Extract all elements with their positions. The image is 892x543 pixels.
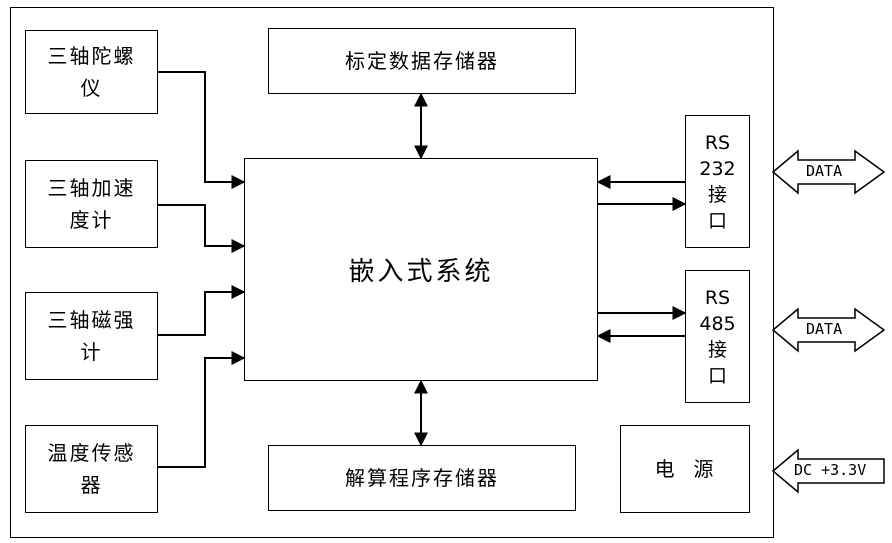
dc-label: DC +3.3V — [794, 461, 867, 479]
temp-link — [158, 351, 246, 468]
gyro-label: 三轴陀螺 仪 — [47, 44, 136, 100]
accel-label: 三轴加速 度计 — [47, 176, 136, 232]
mag-box: 三轴磁强 计 — [25, 292, 158, 380]
accel-box: 三轴加速 度计 — [25, 160, 158, 248]
solver-memory-label: 解算程序存储器 — [345, 466, 499, 490]
power-label: 电 源 — [654, 457, 716, 481]
temp-label: 温度传感 器 — [47, 441, 136, 497]
rs485-box: RS 485 接 口 — [685, 270, 750, 403]
rs232-box: RS 232 接 口 — [685, 115, 750, 248]
embedded-system-box: 嵌入式系统 — [244, 158, 598, 381]
calibration-memory-box: 标定数据存储器 — [268, 28, 576, 94]
dc-arrow — [771, 448, 885, 494]
data2-label: DATA — [806, 320, 843, 338]
mag-label: 三轴磁强 计 — [47, 308, 136, 364]
calibration-memory-label: 标定数据存储器 — [345, 49, 499, 73]
embedded-system-label: 嵌入式系统 — [348, 257, 494, 287]
solver-memory-box: 解算程序存储器 — [268, 445, 576, 511]
accel-link — [158, 204, 246, 253]
power-box: 电 源 — [620, 425, 750, 513]
gyro-link — [158, 71, 246, 189]
data1-arrow — [771, 149, 886, 195]
system-enclosure — [10, 7, 774, 538]
mag-link — [158, 285, 246, 336]
rs485-label: RS 485 接 口 — [699, 286, 736, 387]
gyro-box: 三轴陀螺 仪 — [25, 30, 158, 114]
rs232-label: RS 232 接 口 — [699, 131, 736, 232]
data2-arrow — [771, 307, 886, 353]
temp-box: 温度传感 器 — [25, 425, 158, 513]
data1-label: DATA — [806, 162, 843, 180]
